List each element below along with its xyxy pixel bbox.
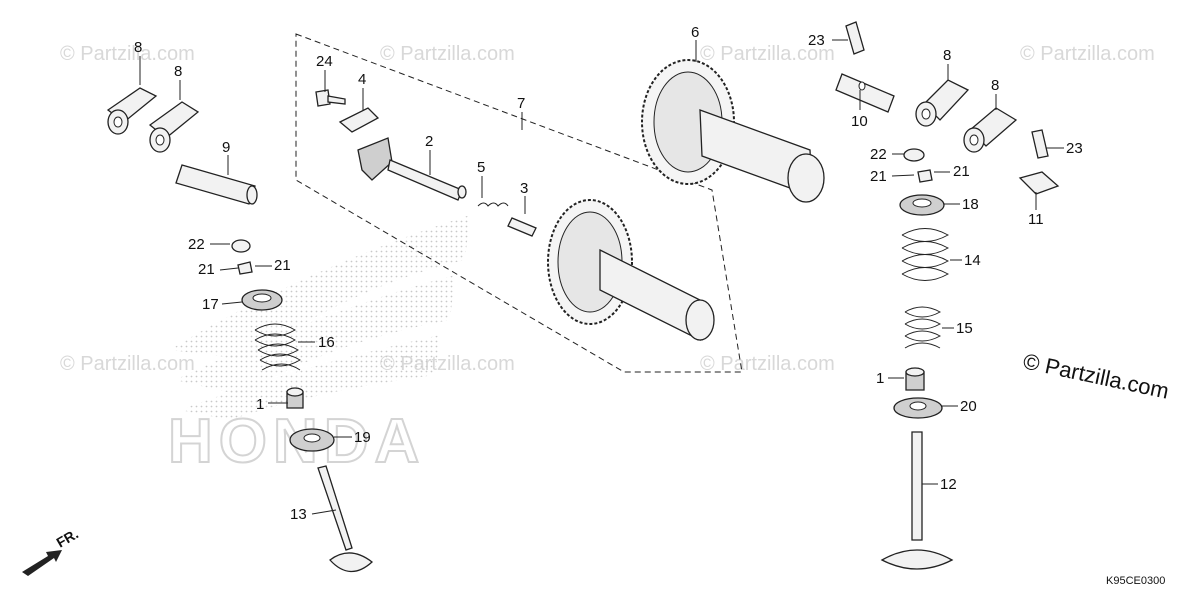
exhaust-valve-13 <box>317 465 374 573</box>
rocker-arm-left-2 <box>148 101 200 153</box>
callout-19: 19 <box>354 429 371 446</box>
spring-retainer-22-left <box>231 239 251 253</box>
spring-retainer-18 <box>899 194 945 216</box>
callout-7: 7 <box>517 95 525 112</box>
callout-6: 6 <box>691 24 699 41</box>
spring-retainer-22-right <box>903 148 925 162</box>
bolt-24 <box>315 89 346 107</box>
copyright-text: © Partzilla.com <box>1021 348 1171 403</box>
callout-11: 11 <box>1028 211 1044 228</box>
leader-lines <box>139 39 1064 515</box>
watermark-text: © Partzilla.com <box>700 43 835 65</box>
callout-13: 13 <box>290 506 307 523</box>
callout-4: 4 <box>358 71 366 88</box>
callout-14: 14 <box>964 252 981 269</box>
watermark-text: © Partzilla.com <box>380 43 515 65</box>
spring-seat-20 <box>893 397 943 419</box>
callouts: 8 8 9 22 21 21 17 16 1 19 13 24 4 7 2 5 … <box>134 24 1083 523</box>
rocker-arm-right-2 <box>963 107 1018 153</box>
spring-seat-19 <box>289 428 335 452</box>
callout-5: 5 <box>477 159 485 176</box>
callout-22: 22 <box>870 146 887 163</box>
callout-3: 3 <box>520 180 528 197</box>
stopper-plate-4 <box>338 107 380 133</box>
valve-spring-16 <box>254 323 301 371</box>
pin-23-top <box>845 21 865 55</box>
callout-23: 23 <box>1066 140 1083 157</box>
valve-cotter-21-left <box>237 261 253 275</box>
watermarks: © Partzilla.com © Partzilla.com © Partzi… <box>60 43 1155 375</box>
callout-10: 10 <box>851 113 868 130</box>
honda-wing-logo: HONDA <box>167 215 470 477</box>
callout-1: 1 <box>256 396 264 413</box>
watermark-text: © Partzilla.com <box>700 353 835 375</box>
callout-9: 9 <box>222 139 230 156</box>
callout-21: 21 <box>198 261 215 278</box>
callout-21: 21 <box>953 163 970 180</box>
callout-24: 24 <box>316 53 333 70</box>
spring-seat-17 <box>241 289 283 311</box>
valve-cotter-21-right <box>917 169 933 183</box>
rocker-shaft-9 <box>175 164 258 205</box>
watermark-text: © Partzilla.com <box>60 43 195 65</box>
pin-3 <box>507 217 537 237</box>
rocker-arm-left-1 <box>106 87 158 135</box>
callout-18: 18 <box>962 196 979 213</box>
camshaft-6 <box>641 59 825 203</box>
decompressor-shaft-2 <box>357 137 467 201</box>
inner-spring-15 <box>904 306 942 349</box>
diagram-code: K95CE0300 <box>1106 575 1165 587</box>
watermark-text: © Partzilla.com <box>60 353 195 375</box>
assembly-outline <box>295 33 743 373</box>
callout-15: 15 <box>956 320 973 337</box>
callout-8: 8 <box>134 39 142 56</box>
callout-1: 1 <box>876 370 884 387</box>
callout-23: 23 <box>808 32 825 49</box>
callout-21: 21 <box>870 168 887 185</box>
rocker-arm-right-1 <box>915 79 970 127</box>
intake-valve-12 <box>880 431 954 570</box>
callout-21: 21 <box>274 257 291 274</box>
rocker-shaft-11 <box>1018 171 1060 195</box>
outer-spring-14 <box>901 228 950 281</box>
return-spring-5 <box>477 202 509 207</box>
callout-20: 20 <box>960 398 977 415</box>
front-marker: FR. <box>54 525 82 550</box>
callout-8: 8 <box>991 77 999 94</box>
front-direction-arrow: FR. <box>22 525 81 576</box>
watermark-text: © Partzilla.com <box>1020 43 1155 65</box>
pin-23-right <box>1031 129 1049 159</box>
stem-seal-1-left <box>286 387 304 409</box>
callout-8: 8 <box>943 47 951 64</box>
rocker-shaft-10 <box>835 73 895 113</box>
camshaft-assembly-center <box>547 199 715 342</box>
callout-22: 22 <box>188 236 205 253</box>
callout-17: 17 <box>202 296 219 313</box>
callout-2: 2 <box>425 133 433 150</box>
stem-seal-1-right <box>905 367 925 391</box>
callout-8: 8 <box>174 63 182 80</box>
callout-12: 12 <box>940 476 957 493</box>
callout-16: 16 <box>318 334 335 351</box>
